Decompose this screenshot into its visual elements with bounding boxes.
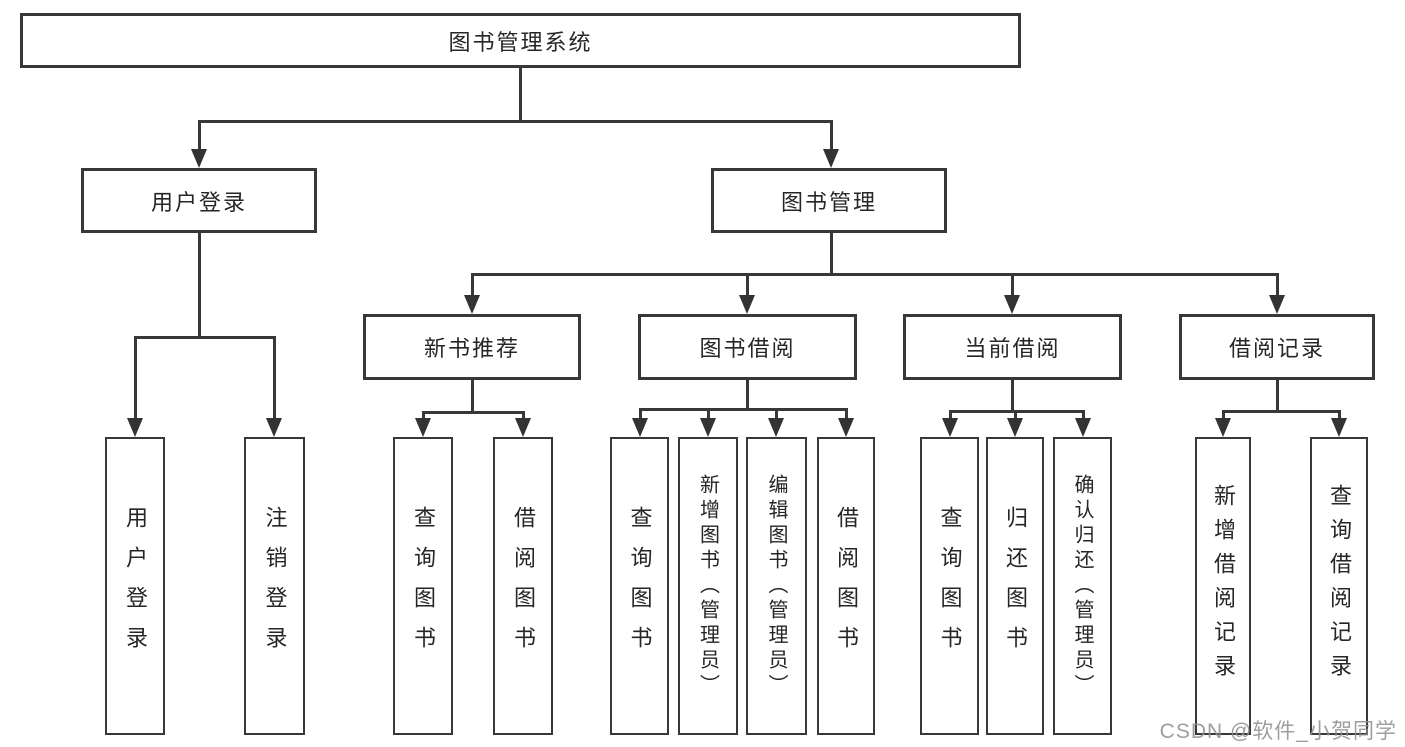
connector-line bbox=[1222, 410, 1225, 420]
leaf-borrow-borrow-book: 借阅图书 bbox=[817, 437, 875, 735]
connector-line bbox=[1014, 410, 1017, 420]
leaf-current-query-book: 查询图书 bbox=[920, 437, 979, 735]
leaf-logout-login: 注销登录 bbox=[244, 437, 305, 735]
arrow-down-icon bbox=[942, 418, 958, 437]
arrow-down-icon bbox=[739, 295, 755, 314]
arrow-down-icon bbox=[632, 418, 648, 437]
connector-line bbox=[134, 336, 137, 420]
node-library-management-system: 图书管理系统 bbox=[20, 13, 1021, 68]
connector-line bbox=[639, 408, 642, 420]
arrow-down-icon bbox=[1331, 418, 1347, 437]
arrow-down-icon bbox=[1075, 418, 1091, 437]
arrow-down-icon bbox=[823, 149, 839, 168]
connector-line bbox=[471, 273, 1278, 276]
arrow-down-icon bbox=[464, 295, 480, 314]
leaf-records-query-record: 查询借阅记录 bbox=[1310, 437, 1368, 735]
connector-line bbox=[1276, 380, 1279, 410]
connector-line bbox=[707, 408, 710, 420]
connector-line bbox=[830, 120, 833, 151]
arrow-down-icon bbox=[1007, 418, 1023, 437]
arrow-down-icon bbox=[838, 418, 854, 437]
connector-line bbox=[519, 67, 522, 120]
arrow-down-icon bbox=[1215, 418, 1231, 437]
arrow-down-icon bbox=[191, 149, 207, 168]
connector-line bbox=[746, 273, 749, 297]
connector-line bbox=[1338, 410, 1341, 420]
arrow-down-icon bbox=[127, 418, 143, 437]
leaf-current-return-book: 归还图书 bbox=[986, 437, 1044, 735]
connector-line bbox=[1276, 273, 1279, 297]
connector-line bbox=[471, 273, 474, 297]
connector-line bbox=[198, 120, 832, 123]
node-borrowing-records: 借阅记录 bbox=[1179, 314, 1375, 380]
connector-line bbox=[422, 411, 524, 414]
leaf-user-login: 用户登录 bbox=[105, 437, 165, 735]
connector-line bbox=[273, 336, 276, 420]
arrow-down-icon bbox=[515, 418, 531, 437]
watermark: CSDN @软件_小贺同学 bbox=[1159, 720, 1397, 743]
leaf-recommend-query-book: 查询图书 bbox=[393, 437, 453, 735]
node-book-borrowing: 图书借阅 bbox=[638, 314, 857, 380]
arrow-down-icon bbox=[266, 418, 282, 437]
node-book-management: 图书管理 bbox=[711, 168, 947, 233]
connector-line bbox=[949, 410, 952, 420]
leaf-current-confirm-return-admin: 确认归还（管理员） bbox=[1053, 437, 1112, 735]
leaf-records-add-record: 新增借阅记录 bbox=[1195, 437, 1251, 735]
arrow-down-icon bbox=[1269, 295, 1285, 314]
leaf-recommend-borrow-book: 借阅图书 bbox=[493, 437, 553, 735]
connector-line bbox=[1222, 410, 1340, 413]
connector-line bbox=[746, 380, 749, 408]
arrow-down-icon bbox=[1004, 295, 1020, 314]
connector-line bbox=[845, 408, 848, 420]
leaf-borrow-query-book: 查询图书 bbox=[610, 437, 669, 735]
connector-line bbox=[830, 233, 833, 273]
connector-line bbox=[134, 336, 275, 339]
connector-line bbox=[522, 411, 525, 420]
leaf-borrow-edit-book-admin: 编辑图书（管理员） bbox=[746, 437, 807, 735]
arrow-down-icon bbox=[700, 418, 716, 437]
arrow-down-icon bbox=[415, 418, 431, 437]
connector-line bbox=[1011, 273, 1014, 297]
connector-line bbox=[471, 380, 474, 411]
connector-line bbox=[198, 233, 201, 336]
connector-line bbox=[1082, 410, 1085, 420]
leaf-borrow-add-book-admin: 新增图书（管理员） bbox=[678, 437, 738, 735]
node-current-borrowing: 当前借阅 bbox=[903, 314, 1122, 380]
connector-line bbox=[639, 408, 847, 411]
connector-line bbox=[1011, 380, 1014, 410]
connector-line bbox=[422, 411, 425, 420]
node-user-login: 用户登录 bbox=[81, 168, 317, 233]
node-new-book-recommend: 新书推荐 bbox=[363, 314, 581, 380]
connector-line bbox=[198, 120, 201, 151]
connector-line bbox=[775, 408, 778, 420]
arrow-down-icon bbox=[768, 418, 784, 437]
